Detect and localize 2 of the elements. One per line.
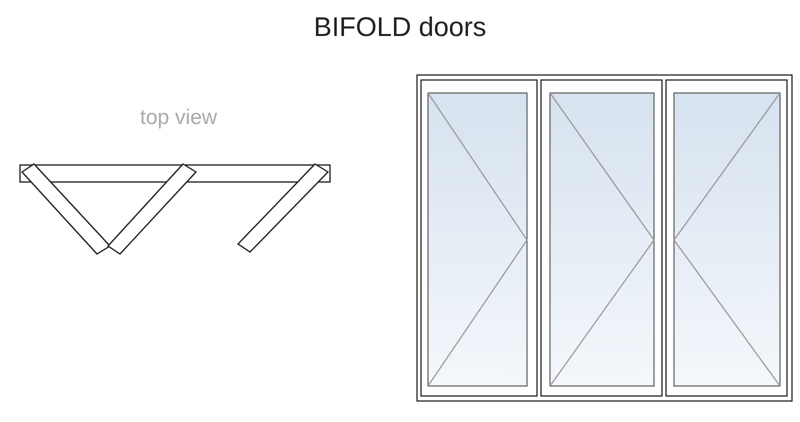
- view-label: top view: [140, 106, 218, 130]
- diagram-title: BIFOLD doors: [312, 12, 488, 43]
